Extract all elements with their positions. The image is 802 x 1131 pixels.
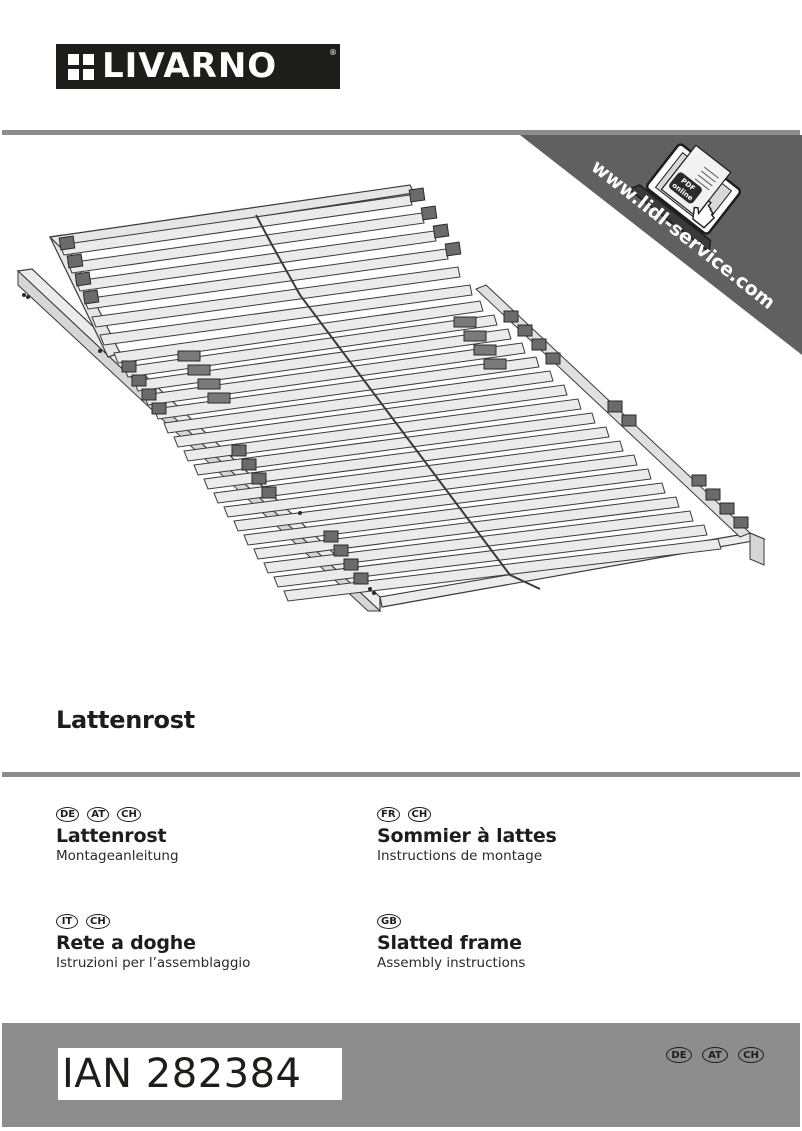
lidl-service-banner: PDF online www.lidl-service.com — [520, 135, 802, 355]
language-title: Lattenrost — [56, 825, 167, 847]
language-block-fr: FR CH Sommier à lattes Instructions de m… — [377, 805, 677, 865]
language-title: Slatted frame — [377, 932, 522, 954]
country-badge-ch: CH — [738, 1047, 764, 1063]
language-block-de: DE AT CH Lattenrost Montageanleitung — [56, 805, 356, 865]
footer-country-badges: DE AT CH — [666, 1047, 764, 1063]
country-badges: IT CH — [56, 912, 356, 931]
language-subtitle: Instructions de montage — [377, 848, 543, 864]
country-badge-gb: GB — [377, 914, 401, 929]
language-block-gb: GB Slatted frame Assembly instructions — [377, 912, 677, 972]
ian-number: IAN 282384 — [62, 1051, 302, 1097]
top-divider — [2, 130, 800, 135]
brand-name: LIVARNO — [102, 46, 278, 86]
language-subtitle: Istruzioni per l’assemblaggio — [56, 955, 251, 971]
brand-logo: LIVARNO ® — [56, 44, 340, 89]
country-badges: FR CH — [377, 805, 677, 824]
product-title: Lattenrost — [56, 706, 195, 734]
slatted-frame-illustration — [16, 184, 767, 613]
registered-mark: ® — [329, 48, 337, 57]
language-subtitle: Montageanleitung — [56, 848, 179, 864]
country-badge-ch: CH — [86, 914, 110, 929]
country-badge-de: DE — [56, 807, 80, 822]
country-badges: DE AT CH — [56, 805, 356, 824]
banner-band: PDF online www.lidl-service.com — [520, 135, 802, 355]
country-badge-at: AT — [87, 807, 110, 822]
laptop-pdf-hand-icon: PDF online — [627, 143, 742, 254]
country-badge-ch: CH — [407, 807, 432, 822]
middle-divider — [2, 772, 800, 777]
country-badge-it: IT — [56, 914, 78, 929]
ian-box: IAN 282384 — [58, 1048, 342, 1100]
language-title: Rete a doghe — [56, 932, 196, 954]
country-badges: GB — [377, 912, 677, 931]
country-badge-ch: CH — [117, 807, 141, 822]
language-block-it: IT CH Rete a doghe Istruzioni per l’asse… — [56, 912, 356, 972]
country-badge-de: DE — [666, 1047, 692, 1063]
country-badge-at: AT — [702, 1047, 728, 1063]
country-badge-fr: FR — [377, 807, 400, 822]
language-subtitle: Assembly instructions — [377, 955, 526, 971]
language-title: Sommier à lattes — [377, 825, 557, 847]
brand-mark-icon — [68, 53, 94, 80]
